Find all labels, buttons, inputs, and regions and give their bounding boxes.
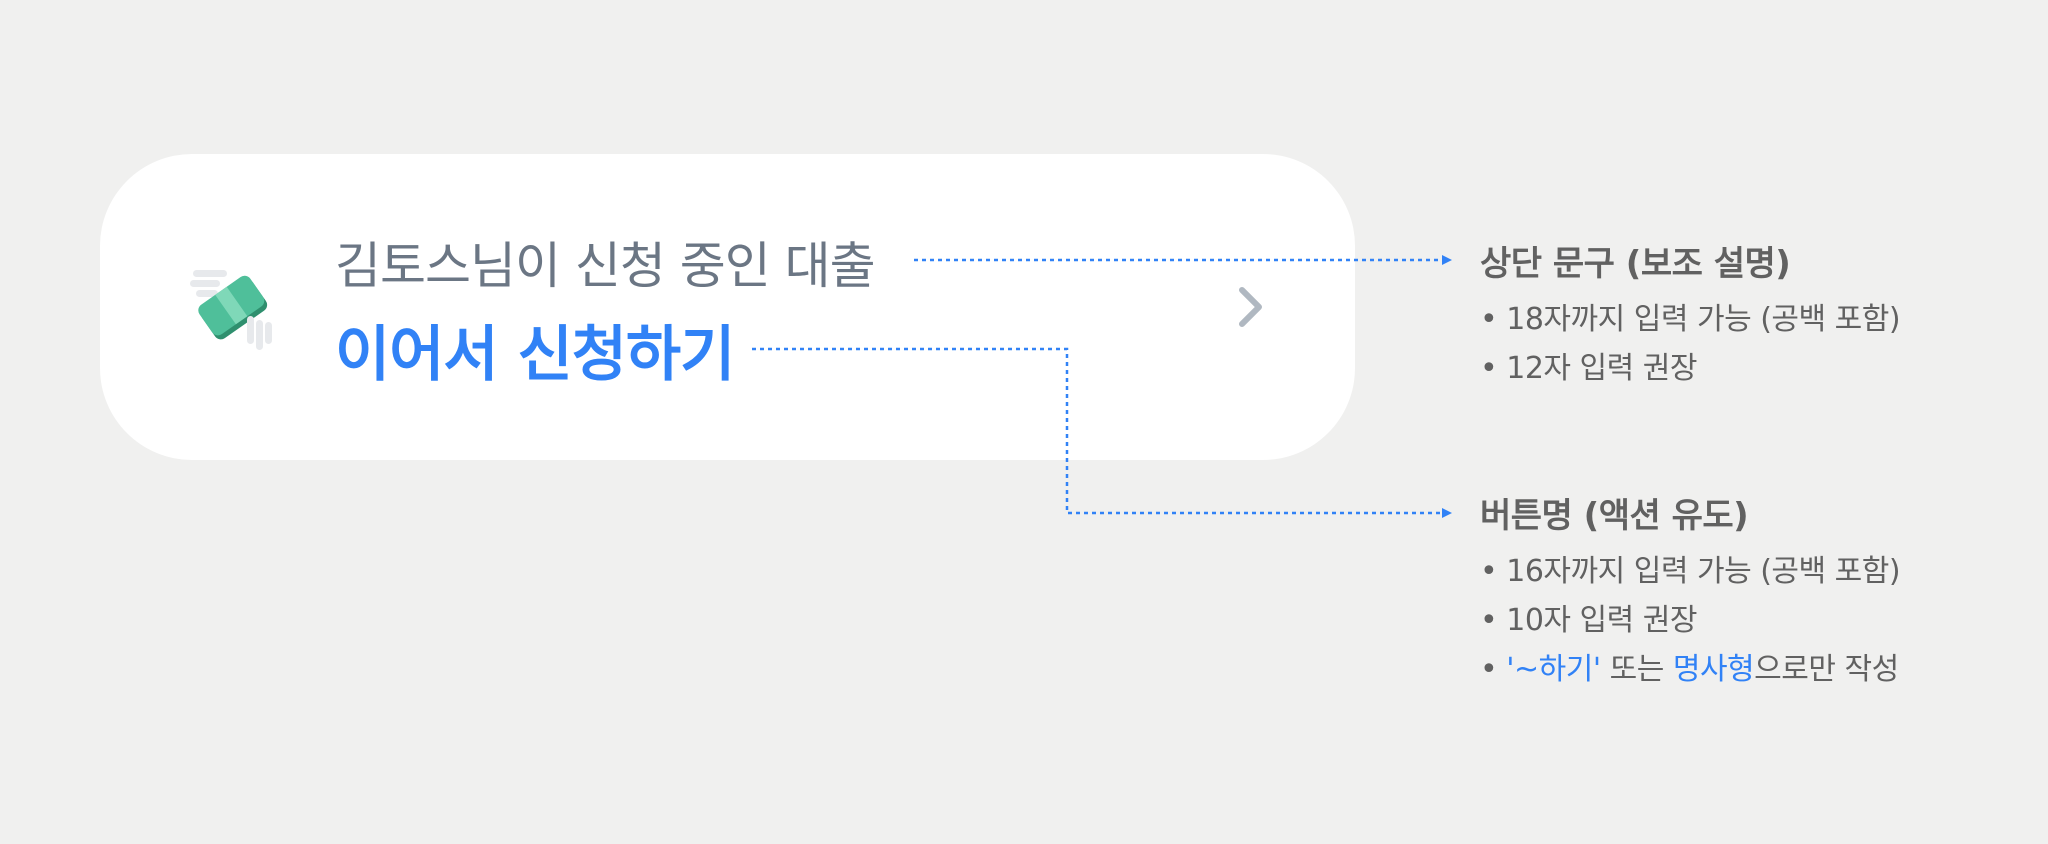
guideline-title: 상단 문구 (보조 설명) (1480, 244, 1791, 284)
guideline-item-text: 10자 입력 권장 (1506, 603, 1697, 638)
guideline-title: 버튼명 (액션 유도) (1480, 496, 1749, 536)
guideline-item-text: 12자 입력 권장 (1506, 351, 1697, 386)
highlight-text: 명사형 (1672, 652, 1755, 687)
chevron-right-icon[interactable] (1236, 284, 1266, 330)
guideline-item-text: 18자까지 입력 가능 (공백 포함) (1506, 302, 1901, 337)
guideline-item: • 10자 입력 권장 (1480, 603, 1697, 638)
card-subtitle: 김토스님이 신청 중인 대출 (335, 237, 876, 295)
guideline-item: • 12자 입력 권장 (1480, 351, 1697, 386)
money-bundle (198, 275, 268, 340)
right-wing (247, 316, 272, 350)
guideline-item-text: 으로만 작성 (1754, 652, 1899, 687)
highlight-text: '~하기' (1506, 652, 1601, 687)
guideline-item: • 16자까지 입력 가능 (공백 포함) (1480, 554, 1901, 589)
guideline-item: • 18자까지 입력 가능 (공백 포함) (1480, 302, 1901, 337)
subtitle-guideline: 상단 문구 (보조 설명) • 18자까지 입력 가능 (공백 포함) • 12… (1480, 236, 1901, 393)
guideline-item: • '~하기' 또는 명사형으로만 작성 (1480, 652, 1899, 687)
guideline-item-text: 또는 (1600, 652, 1673, 687)
continue-application-button[interactable]: 이어서 신청하기 (335, 320, 735, 390)
button-guideline: 버튼명 (액션 유도) • 16자까지 입력 가능 (공백 포함) • 10자 … (1480, 488, 1901, 694)
winged-money-icon (190, 270, 272, 350)
left-wing (190, 270, 227, 297)
guideline-item-text: 16자까지 입력 가능 (공백 포함) (1506, 554, 1901, 589)
